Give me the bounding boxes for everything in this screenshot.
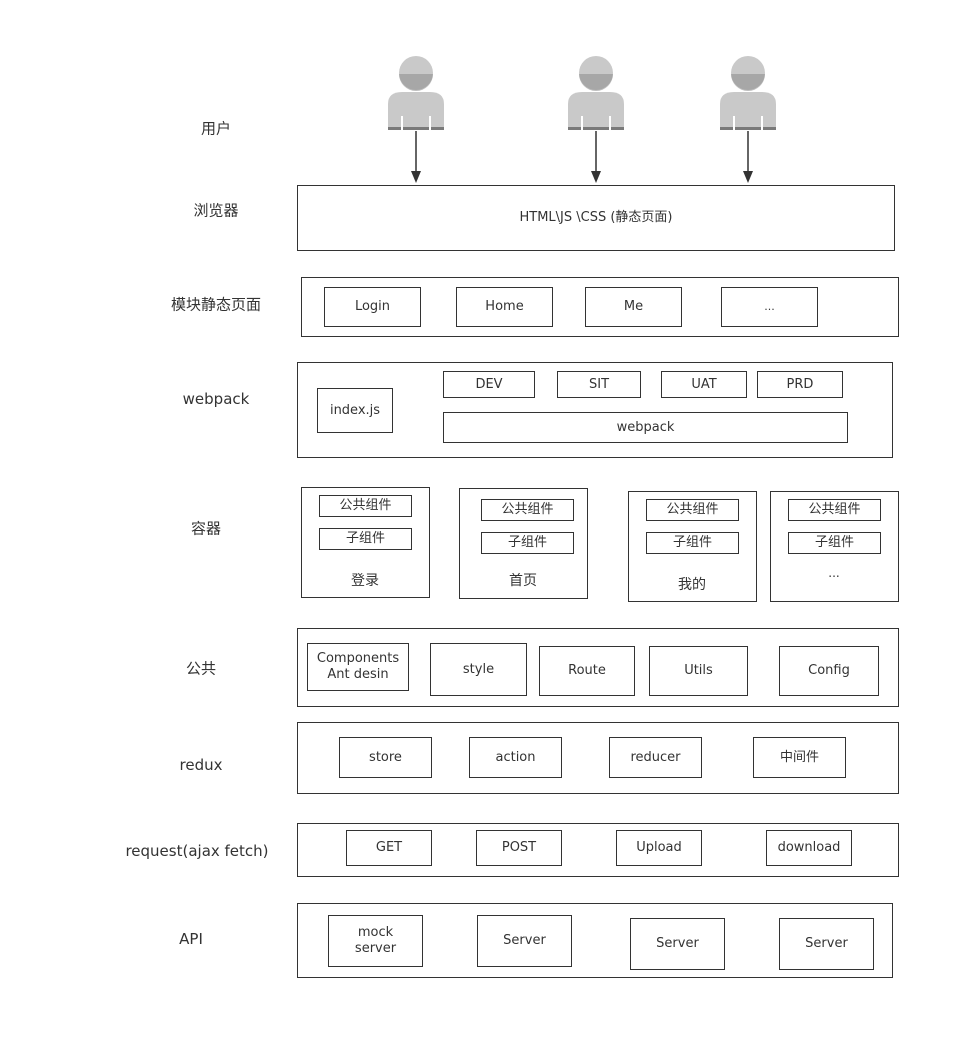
bundler-box: webpack [443,412,848,443]
server-box: Server [630,918,725,970]
child-component-box: 子组件 [646,532,739,554]
row-label-redux: redux [179,756,223,774]
action-box: action [469,737,562,778]
env-box: PRD [757,371,843,398]
row-label-request: request(ajax fetch) [125,842,269,860]
child-component-box: 子组件 [788,532,881,554]
container-caption: 登录 [351,573,379,589]
module-box: Home [456,287,553,327]
common-component-box: 公共组件 [646,499,739,521]
arrow-down-icon [411,131,421,183]
download-box: download [766,830,852,866]
container-caption: 首页 [509,573,537,589]
config-box: Config [779,646,879,696]
utils-box: Utils [649,646,748,696]
common-component-box: 公共组件 [481,499,574,521]
row-label-modules: 模块静态页面 [170,295,262,314]
row-label-users: 用户 [200,119,232,138]
mock-server-box: mock server [328,915,423,967]
row-label-common: 公共 [185,659,217,678]
user-icon [388,56,444,130]
module-box: Login [324,287,421,327]
row-label-api: API [179,930,203,948]
upload-box: Upload [616,830,702,866]
route-box: Route [539,646,635,696]
row-label-containers: 容器 [190,519,222,538]
module-box: ... [721,287,818,327]
post-box: POST [476,830,562,866]
components-box: Components Ant desin [307,643,409,691]
user-icon [568,56,624,130]
container-caption: ... [828,566,840,580]
style-box: style [430,643,527,696]
store-box: store [339,737,432,778]
entry-box: index.js [317,388,393,433]
module-box: Me [585,287,682,327]
arrow-down-icon [591,131,601,183]
env-box: DEV [443,371,535,398]
get-box: GET [346,830,432,866]
browser-layer: HTML\JS \CSS (静态页面) [297,185,895,251]
child-component-box: 子组件 [481,532,574,554]
row-label-browser: 浏览器 [193,201,239,220]
user-icon [720,56,776,130]
arrow-down-icon [743,131,753,183]
env-box: SIT [557,371,641,398]
common-component-box: 公共组件 [788,499,881,521]
reducer-box: reducer [609,737,702,778]
server-box: Server [477,915,572,967]
common-component-box: 公共组件 [319,495,412,517]
middleware-box: 中间件 [753,737,846,778]
row-label-webpack: webpack [182,390,250,408]
container-caption: 我的 [678,577,706,593]
server-box: Server [779,918,874,970]
env-box: UAT [661,371,747,398]
child-component-box: 子组件 [319,528,412,550]
